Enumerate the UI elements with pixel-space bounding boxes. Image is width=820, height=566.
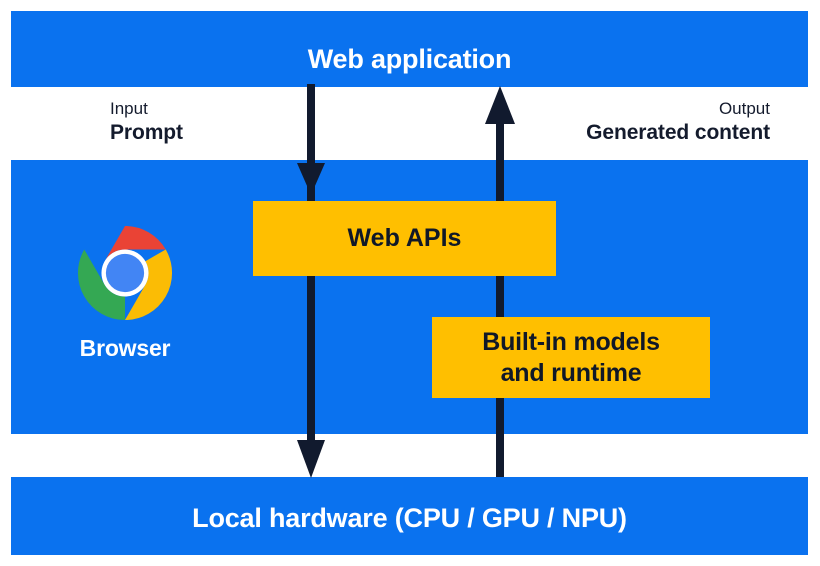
browser-mark: Browser [55, 224, 195, 362]
card-web-apis[interactable]: Web APIs [253, 201, 556, 276]
card-builtin-models[interactable]: Built-in models and runtime [432, 317, 710, 398]
chrome-logo-icon [77, 225, 173, 321]
flow-input-value: Prompt [110, 120, 183, 144]
card-builtin-models-label: Built-in models and runtime [482, 327, 660, 388]
flow-input-kind: Input [110, 99, 148, 118]
card-builtin-models-line2: and runtime [500, 358, 642, 387]
band-local-hardware-label: Local hardware (CPU / GPU / NPU) [192, 503, 627, 533]
card-builtin-models-line1: Built-in models [482, 328, 660, 356]
flow-output-kind: Output [718, 99, 770, 118]
flow-label-input: Input Prompt [110, 98, 183, 147]
card-web-apis-label: Web APIs [347, 224, 462, 253]
band-web-application: Web application [11, 11, 808, 87]
band-browser-label: Browser [79, 335, 171, 361]
flow-output-value: Generated content [586, 120, 770, 144]
band-local-hardware: Local hardware (CPU / GPU / NPU) [11, 477, 808, 555]
flow-label-output: Output Generated content [586, 98, 770, 147]
band-web-application-label: Web application [307, 44, 512, 74]
